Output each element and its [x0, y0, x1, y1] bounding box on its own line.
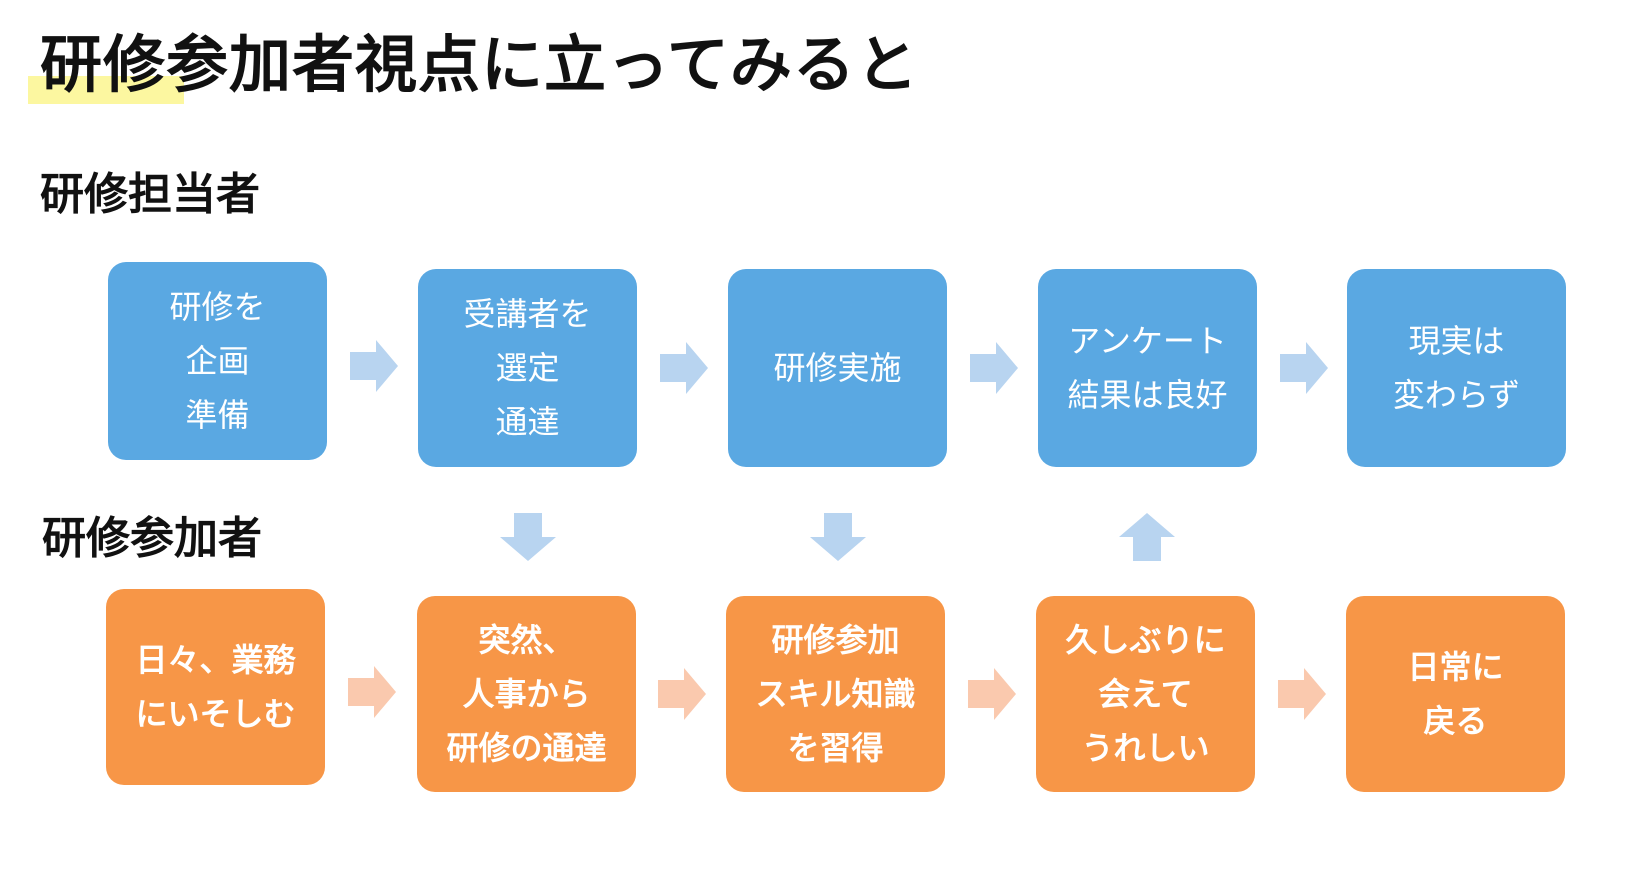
arrow-shape [970, 342, 1018, 394]
step-line: 日々、業務 [135, 641, 296, 679]
staff-row-label: 研修担当者 [40, 169, 260, 220]
participant-arrow-right-icon [1278, 668, 1326, 720]
step-line: 日常に [1407, 648, 1504, 686]
step-line: 受講者を [463, 295, 592, 333]
step-line: アンケート [1068, 322, 1227, 360]
step-line: 突然、 [478, 621, 575, 659]
arrow-shape [660, 342, 708, 394]
step-line: 通達 [495, 403, 560, 441]
participant-arrow-right-icon [658, 668, 706, 720]
step-line: 会えて [1098, 675, 1193, 713]
step-line: 人事から [462, 675, 591, 713]
participant-step-4: 久しぶりに 会えて うれしい [1036, 596, 1255, 792]
step-line: うれしい [1081, 729, 1210, 767]
arrow-shape [348, 666, 396, 718]
step-line: 久しぶりに [1065, 621, 1226, 659]
participant-step-3: 研修参加 スキル知識 を習得 [726, 596, 945, 792]
step-line: 選定 [495, 349, 560, 387]
arrow-shape [500, 513, 556, 561]
staff-step-2: 受講者を 選定 通達 [418, 269, 637, 467]
arrow-shape [1280, 342, 1328, 394]
staff-arrow-right-icon [350, 340, 398, 392]
staff-step-5: 現実は 変わらず [1347, 269, 1566, 467]
participant-step-2: 突然、 人事から 研修の通達 [417, 596, 636, 792]
step-line: 変わらず [1392, 376, 1521, 414]
connector-down-icon [500, 513, 556, 561]
arrow-shape [968, 668, 1016, 720]
arrow-shape [1119, 513, 1175, 561]
step-line: 研修の通達 [446, 729, 607, 767]
staff-arrow-right-icon [970, 342, 1018, 394]
participant-arrow-right-icon [968, 668, 1016, 720]
page-title: 研修参加者視点に立ってみると [40, 28, 919, 101]
staff-arrow-right-icon [1280, 342, 1328, 394]
step-line: 研修参加 [771, 621, 900, 659]
arrow-shape [350, 340, 398, 392]
participant-step-1: 日々、業務 にいそしむ [106, 589, 325, 785]
connector-up-icon [1119, 513, 1175, 561]
step-line: 現実は [1408, 322, 1505, 360]
staff-step-1: 研修を 企画 準備 [108, 262, 327, 460]
arrow-shape [658, 668, 706, 720]
step-line: にいそしむ [135, 695, 296, 733]
step-line: を習得 [787, 729, 884, 767]
participant-arrow-right-icon [348, 666, 396, 718]
participant-step-5: 日常に 戻る [1346, 596, 1565, 792]
step-line: 戻る [1423, 702, 1488, 740]
participant-row-label: 研修参加者 [42, 513, 262, 564]
step-line: 研修を [169, 288, 266, 326]
connector-down-icon [810, 513, 866, 561]
arrow-shape [810, 513, 866, 561]
step-line: スキル知識 [755, 675, 916, 713]
step-line: 準備 [185, 396, 250, 434]
staff-arrow-right-icon [660, 342, 708, 394]
step-line: 結果は良好 [1067, 376, 1228, 414]
title-highlight [28, 76, 184, 104]
staff-step-3: 研修実施 [728, 269, 947, 467]
staff-step-4: アンケート 結果は良好 [1038, 269, 1257, 467]
step-line: 企画 [185, 342, 250, 380]
step-line: 研修実施 [773, 349, 902, 387]
arrow-shape [1278, 668, 1326, 720]
